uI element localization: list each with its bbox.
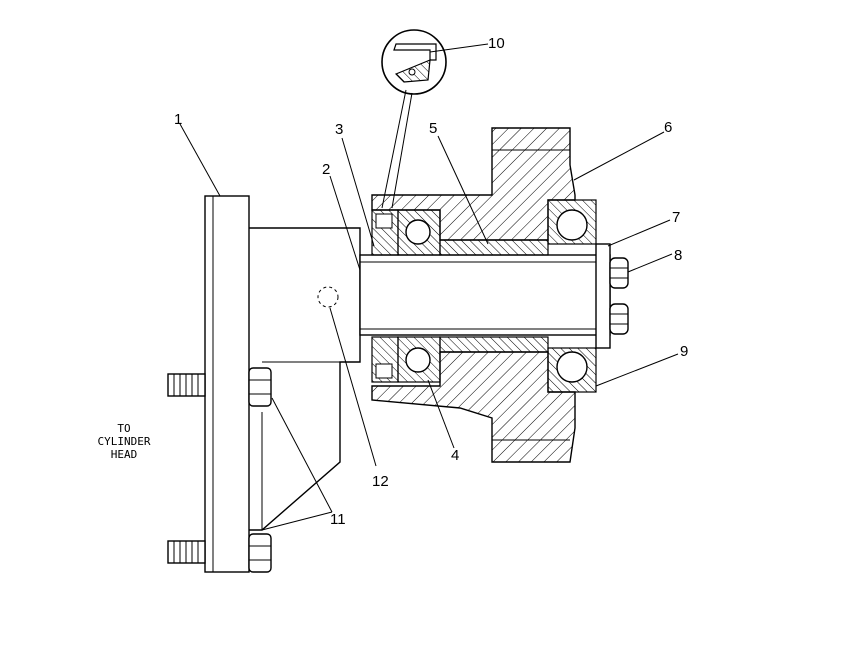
seal xyxy=(371,209,399,383)
retaining-washer xyxy=(595,243,611,349)
callout-10: 10 xyxy=(488,35,505,52)
callout-3: 3 xyxy=(335,121,343,138)
callout-11: 11 xyxy=(330,511,346,528)
note-line-3: HEAD xyxy=(111,448,138,461)
outer-bearing xyxy=(547,199,597,393)
callout-6: 6 xyxy=(664,119,672,136)
callout-7: 7 xyxy=(672,209,680,226)
callout-9: 9 xyxy=(680,343,688,360)
stud-upper xyxy=(167,373,206,397)
leader-lines xyxy=(179,43,679,531)
mounting-plate xyxy=(204,195,250,573)
retaining-bolts xyxy=(609,257,629,335)
stud-lower xyxy=(167,540,206,564)
note-line-1: TO xyxy=(117,422,130,435)
callout-4: 4 xyxy=(451,447,459,464)
nut-upper xyxy=(248,367,272,407)
nut-lower xyxy=(248,533,272,573)
callout-2: 2 xyxy=(322,161,330,178)
callout-12: 12 xyxy=(372,473,389,490)
callout-5: 5 xyxy=(429,120,437,137)
note-line-2: CYLINDER xyxy=(98,435,151,448)
callout-8: 8 xyxy=(674,247,682,264)
seal-detail-view xyxy=(381,29,447,209)
inner-bearing xyxy=(397,209,441,383)
shaft xyxy=(317,254,611,336)
callout-1: 1 xyxy=(174,111,182,128)
